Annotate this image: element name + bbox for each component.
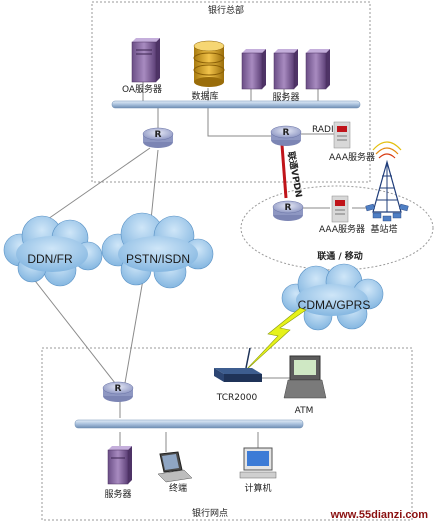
hq-aaa-label: AAA服务器 xyxy=(329,151,375,163)
carrier-aaa-server-icon xyxy=(331,195,349,223)
branch-lan-bus xyxy=(74,419,304,429)
hq-aaa-server-icon xyxy=(333,121,351,149)
pstn-isdn-cloud xyxy=(101,212,214,289)
radius-label: RADIUS xyxy=(312,125,346,135)
wireless-link-lightning xyxy=(243,307,307,373)
terminal-laptop-icon xyxy=(157,451,193,483)
watermark-text: www.55dianzi.com xyxy=(330,509,429,521)
ddn-fr-label: DDN/FR xyxy=(27,252,73,266)
computer-label: 计算机 xyxy=(244,482,271,494)
carrier-aaa-label: AAA服务器 xyxy=(319,223,365,235)
pstn-isdn-label: PSTN/ISDN xyxy=(126,252,190,266)
terminal-label: 终端 xyxy=(169,482,187,494)
atm-icon xyxy=(283,355,327,399)
branch-router-icon: R xyxy=(102,381,134,402)
database-icon xyxy=(193,40,225,87)
base-station-label: 基站塔 xyxy=(370,223,397,235)
hq-router-left-icon: R xyxy=(142,127,174,148)
hq-lan-bus xyxy=(111,100,361,109)
oa-server-icon xyxy=(131,38,160,83)
vpdn-link xyxy=(280,144,288,199)
svg-text:R: R xyxy=(115,384,122,394)
branch-region xyxy=(41,347,413,521)
carrier-title: 联通 / 移动 xyxy=(317,250,363,262)
svg-text:R: R xyxy=(283,128,290,138)
carrier-router-icon: R xyxy=(272,200,304,221)
atm-label: ATM xyxy=(295,406,314,416)
computer-icon xyxy=(239,447,277,479)
vpdn-label: 联通VPDN xyxy=(285,150,305,198)
hq-router-right-icon: R xyxy=(270,125,302,146)
base-station-tower-icon xyxy=(365,141,409,222)
cdma-gprs-label: CDMA/GPRS xyxy=(298,298,371,312)
hq-region xyxy=(91,1,371,183)
svg-text:R: R xyxy=(285,203,292,213)
hq-servers-label: 服务器 xyxy=(272,91,299,103)
branch-title: 银行网点 xyxy=(192,507,228,519)
server-group-icon xyxy=(241,49,330,90)
tcr2000-icon xyxy=(214,347,262,382)
oa-server-label: OA服务器 xyxy=(122,83,162,95)
ddn-fr-cloud xyxy=(3,215,103,287)
tcr2000-label: TCR2000 xyxy=(216,393,258,403)
svg-text:R: R xyxy=(155,130,162,140)
branch-server-icon xyxy=(107,446,132,485)
branch-server-label: 服务器 xyxy=(104,488,131,500)
hq-title: 银行总部 xyxy=(208,4,244,16)
cdma-gprs-cloud xyxy=(281,263,384,331)
database-label: 数据库 xyxy=(191,90,218,102)
